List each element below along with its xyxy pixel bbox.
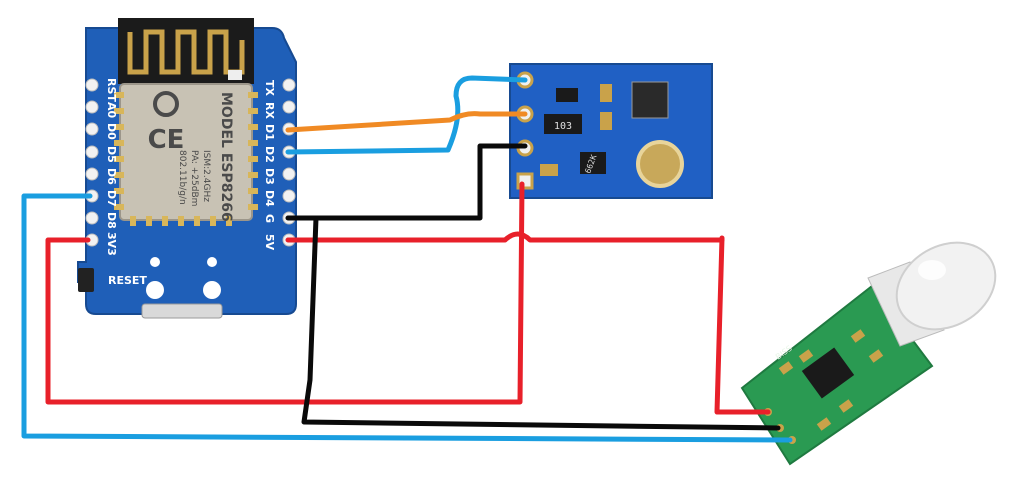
ce-mark: CE [148, 91, 185, 155]
module-line3: 802.11b/g/n [177, 150, 187, 205]
pin-label-d0: D0 [105, 123, 118, 140]
pir-module: BISS [740, 241, 997, 466]
wire-gnd-sensor [285, 143, 528, 221]
black-wires [285, 143, 781, 431]
pin-label-d8: D8 [105, 212, 118, 229]
pin-label-a0: A0 [105, 102, 118, 119]
mounting-hole [150, 257, 160, 267]
wire-gnd-pir [301, 215, 781, 431]
sensor-chip [631, 81, 669, 119]
cyan-wires [21, 75, 793, 443]
wire-5v-to-pir [714, 235, 771, 415]
wire-d1-scl [285, 111, 528, 133]
pin-label-3v3: 3V3 [105, 232, 118, 256]
pin-label-d5: D5 [105, 146, 118, 163]
pin-label-d6: D6 [105, 168, 118, 185]
pin-label-rx: RX [263, 102, 276, 119]
orange-wires [285, 111, 528, 133]
smd-cap [600, 112, 612, 130]
wire-d2-sda [285, 75, 528, 155]
pin-label-rst: RST [105, 78, 118, 102]
esp8266-board: CE MODEL ESP8266 ISM:2.4GHz PA: +25dBm 8… [77, 18, 297, 319]
voltage-regulator [580, 152, 606, 174]
wire-5v [285, 231, 725, 243]
pin-label-d3: D3 [263, 168, 276, 185]
lens-highlight [918, 260, 946, 280]
pin-label-g: G [263, 214, 276, 223]
red-wires [45, 181, 771, 415]
pin-label-d2: D2 [263, 146, 276, 163]
mounting-hole [207, 257, 217, 267]
pir-ic [801, 347, 855, 399]
smd-cap [540, 164, 558, 176]
ce-mark-text: CE [148, 125, 185, 155]
transistor [556, 88, 578, 102]
pin-label-d1: D1 [263, 124, 276, 141]
left-header-holes [85, 78, 99, 247]
resistor-chip [544, 114, 582, 134]
wire-d7-signal [21, 193, 793, 443]
module-model-text: MODEL ESP8266 [218, 92, 234, 222]
reset-label: RESET [108, 274, 147, 287]
reset-button [78, 268, 94, 292]
pin-label-5v: 5V [263, 234, 276, 251]
pcb-antenna-trace [127, 29, 245, 75]
module-line2: PA: +25dBm [189, 150, 199, 206]
pin-label-d4: D4 [263, 190, 276, 207]
sensor-board: 103 662K [509, 63, 713, 199]
led [228, 70, 242, 80]
pin-label-tx: TX [263, 80, 276, 97]
sensor-pad [636, 140, 684, 188]
pin-label-d7: D7 [105, 190, 118, 207]
smd-cap [600, 84, 612, 102]
pir-components [778, 329, 884, 431]
mounting-hole [203, 281, 221, 299]
usb-connector [141, 303, 223, 319]
chip-marking: 103 [554, 121, 572, 132]
mounting-hole [146, 281, 164, 299]
esp-module-shield [119, 83, 253, 221]
wire-3v3 [45, 181, 525, 405]
module-line1: ISM:2.4GHz [201, 150, 211, 202]
